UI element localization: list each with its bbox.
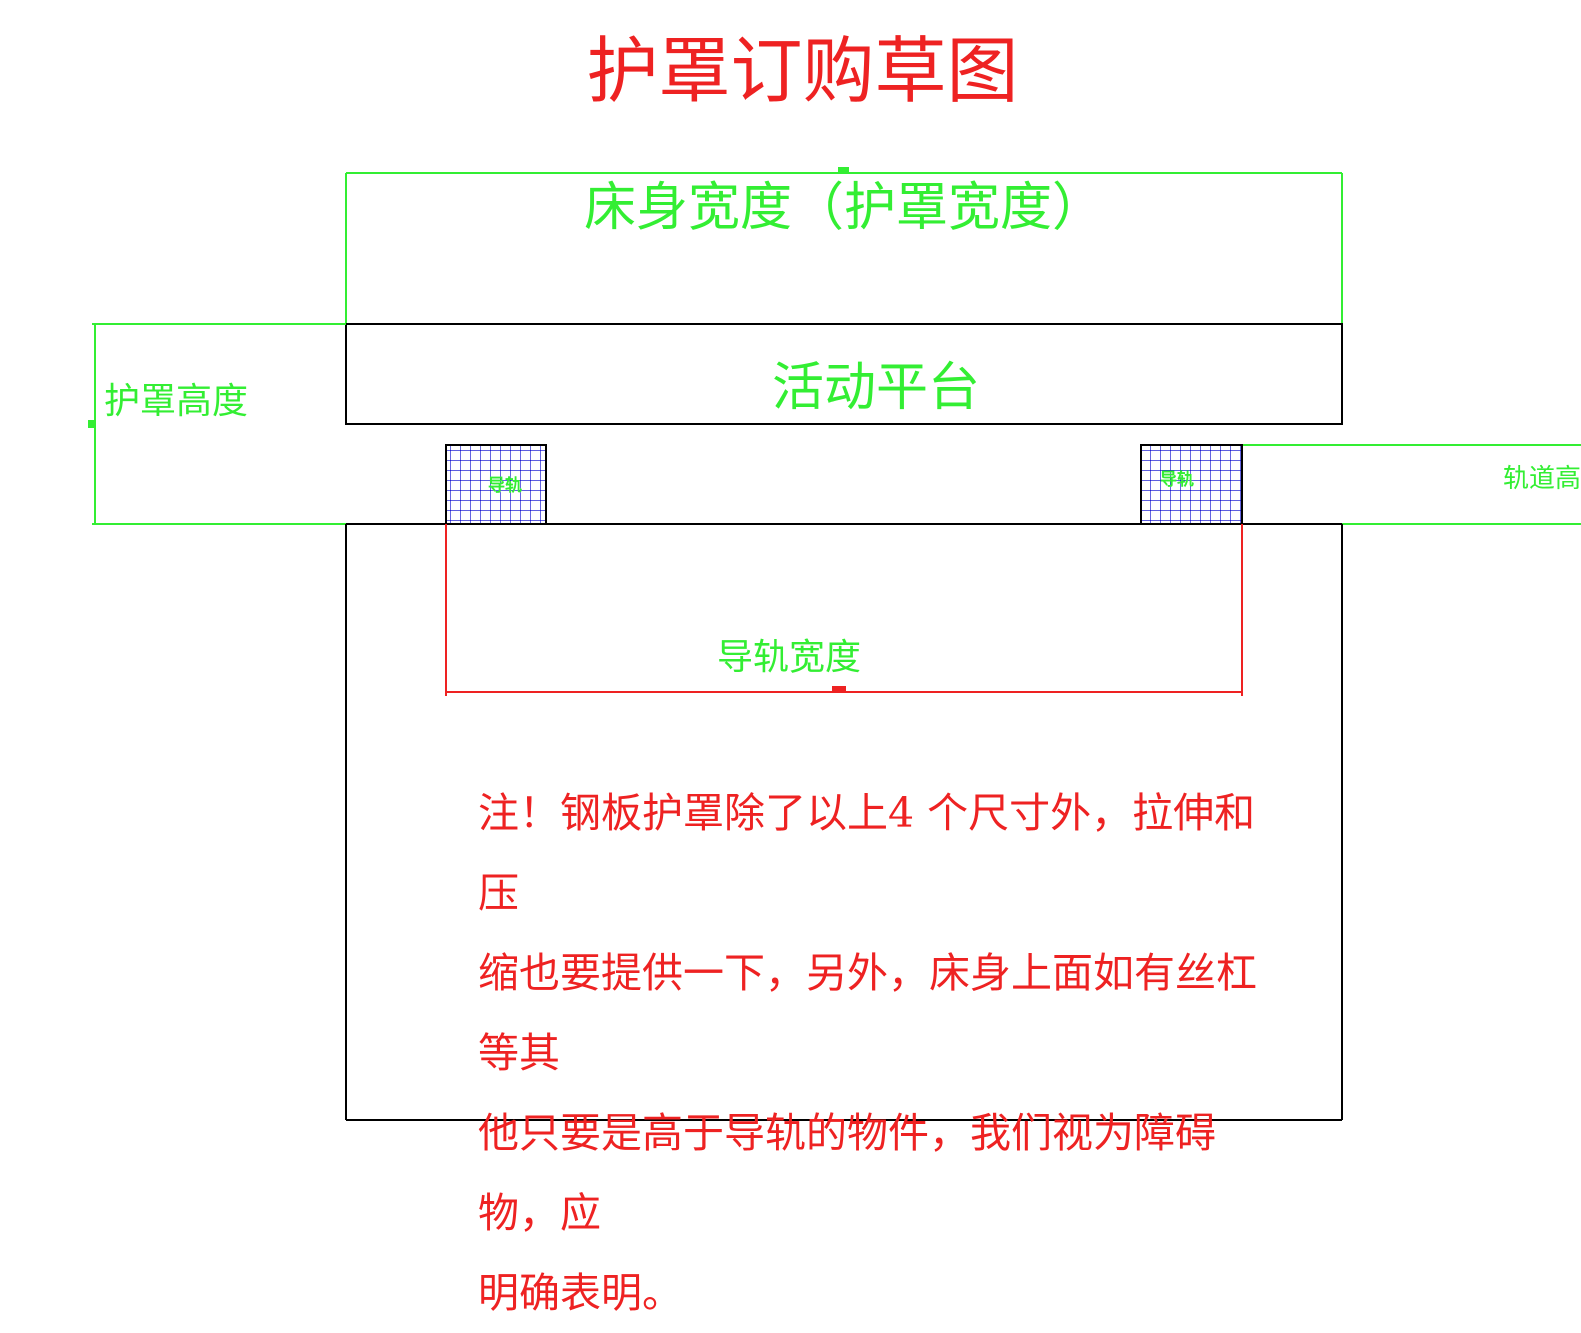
rail-right-label: 导轨: [1160, 470, 1194, 490]
cover-height-dimension: [88, 323, 346, 525]
cover-order-sketch: [88, 167, 1581, 1121]
guide-rail-left: [445, 444, 547, 525]
active-platform: [345, 323, 1343, 425]
bed-width-dimension: [345, 167, 1343, 324]
platform-label: 活动平台: [771, 358, 980, 418]
drawing-title: 护罩订购草图: [586, 29, 1019, 113]
guide-rail-right: [1140, 444, 1243, 525]
rail-left-label: 导轨: [488, 476, 522, 496]
bed-width-label: 床身宽度（护罩宽度）: [583, 178, 1104, 238]
cover-height-label: 护罩高度: [104, 381, 249, 422]
rail-height-label: 轨道高: [1503, 464, 1581, 494]
rail-width-label: 导轨宽度: [716, 637, 861, 678]
rail-width-dimension: [445, 524, 1243, 696]
note-text: 注！钢板护罩除了以上4 个尺寸外，拉伸和压 缩也要提供一下，另外，床身上面如有丝…: [478, 789, 1257, 1317]
